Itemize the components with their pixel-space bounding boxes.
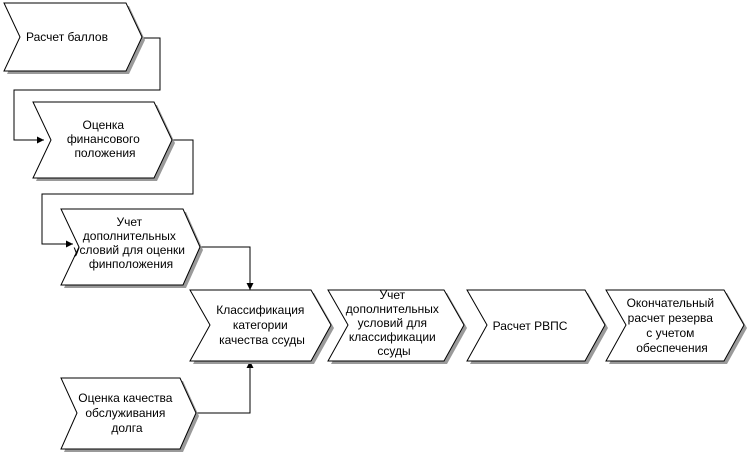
step-label-line: Оценка bbox=[83, 118, 125, 132]
step-label-line: условий для bbox=[358, 316, 427, 330]
connector-debt-to-classification bbox=[196, 361, 254, 414]
step-label: Оценка качества обслуживания долга bbox=[78, 391, 176, 435]
step-financial-position: Оценка финансового положения bbox=[32, 101, 175, 181]
step-label-line: Оценка качества bbox=[78, 391, 172, 405]
step-score-calculation: Расчет баллов bbox=[3, 2, 145, 74]
step-debt-service-quality: Оценка качества обслуживания долга bbox=[60, 377, 199, 452]
step-label-line: категории bbox=[233, 318, 288, 332]
connector-financial-to-extra bbox=[41, 139, 194, 248]
step-label-line: с учетом bbox=[646, 326, 694, 340]
step-extra-conditions-classification: Учет дополнительных условий для классифи… bbox=[327, 288, 467, 364]
step-label-line: дополнительных bbox=[346, 302, 439, 316]
step-label-line: дополнительных bbox=[83, 229, 176, 243]
step-label-line: Расчет баллов bbox=[26, 30, 108, 44]
step-label: Окончательный расчет резерва с учетом об… bbox=[627, 296, 718, 355]
step-label: Расчет РВПС bbox=[493, 319, 568, 333]
step-label-line: обслуживания bbox=[85, 406, 165, 420]
step-label-line: Расчет РВПС bbox=[493, 319, 568, 333]
step-label-line: ссуды bbox=[377, 344, 410, 358]
step-label: Расчет баллов bbox=[26, 30, 108, 44]
step-label-line: Классификация bbox=[216, 303, 304, 317]
step-final-reserve-calculation: Окончательный расчет резерва с учетом об… bbox=[605, 289, 747, 364]
connectors bbox=[13, 37, 254, 414]
step-label-line: финположения bbox=[89, 257, 173, 271]
step-label-line: финансового bbox=[67, 132, 140, 146]
step-label: Учет дополнительных условий для классифи… bbox=[346, 288, 442, 358]
step-label-line: расчет резерва bbox=[628, 311, 714, 325]
step-rvps-calculation: Расчет РВПС bbox=[466, 289, 608, 364]
step-label: Классификация категории качества ссуды bbox=[216, 303, 308, 347]
connector-score-to-financial bbox=[13, 37, 161, 144]
step-label-line: долга bbox=[111, 421, 143, 435]
step-label: Учет дополнительных условий для оценки ф… bbox=[74, 215, 189, 271]
step-extra-conditions-financial: Учет дополнительных условий для оценки ф… bbox=[60, 208, 203, 288]
step-label-line: положения bbox=[74, 146, 135, 160]
step-label-line: Учет bbox=[380, 288, 406, 302]
step-label: Оценка финансового положения bbox=[67, 118, 143, 160]
step-loan-quality-classification: Классификация категории качества ссуды bbox=[189, 289, 334, 364]
connector-extra-to-classification bbox=[200, 246, 254, 290]
step-label-line: Учет bbox=[117, 215, 143, 229]
step-label-line: качества ссуды bbox=[219, 333, 305, 347]
step-label-line: условий для оценки bbox=[74, 243, 185, 257]
step-label-line: обеспечения bbox=[636, 341, 708, 355]
step-label-line: классификации bbox=[349, 330, 436, 344]
step-label-line: Окончательный bbox=[627, 296, 715, 310]
